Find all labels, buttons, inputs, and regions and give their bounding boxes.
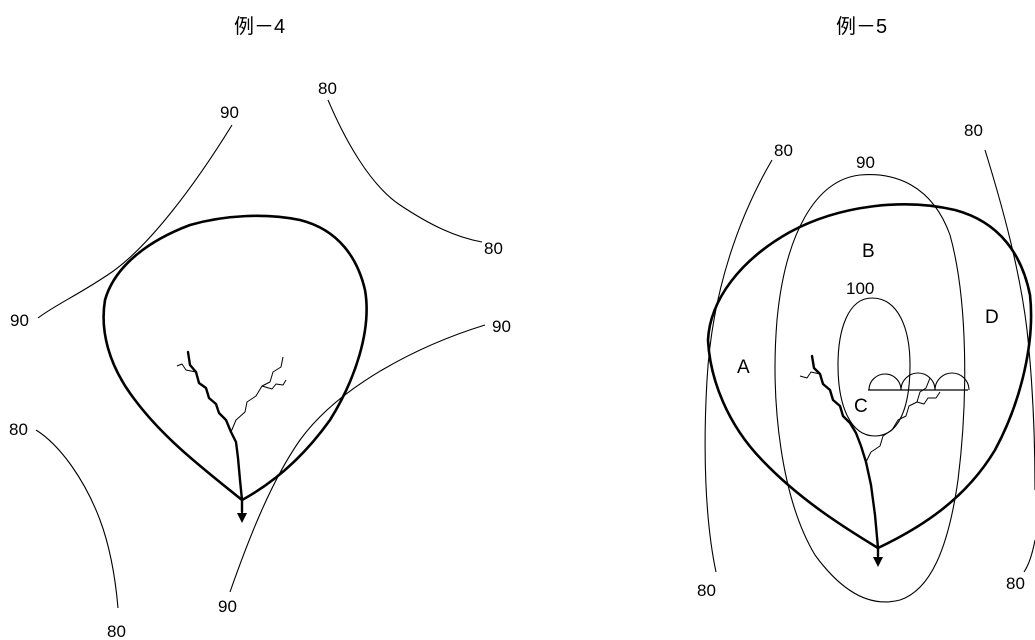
example-5-title: 例－5 [836, 15, 887, 38]
watershed-boundary [102, 214, 368, 502]
dome-symbol-row [868, 372, 970, 391]
contour-line-90-upper-left [37, 124, 233, 319]
contour-label: 90 [10, 311, 29, 330]
contour-line-90-lower-right [229, 324, 486, 593]
zone-label-c: C [854, 396, 868, 417]
outlet-arrow-icon [873, 557, 883, 567]
contour-label: 80 [318, 79, 337, 98]
tributary-right [230, 356, 284, 433]
example-4-panel: 例－4 90 80 80 90 90 80 90 80 [9, 15, 511, 640]
contour-label: 80 [964, 121, 983, 140]
tributary-left [799, 371, 821, 379]
contour-label: 90 [492, 317, 511, 336]
watershed-boundary [706, 203, 1033, 550]
contour-label: 90 [856, 153, 875, 172]
contour-line-80-upper-right [327, 99, 483, 243]
example-5-panel: 例－5 80 90 80 100 80 80 B A [697, 15, 1035, 603]
contour-line-80-left [704, 159, 773, 573]
contour-label: 90 [220, 103, 239, 122]
contour-label: 80 [1006, 574, 1025, 593]
zone-label-a: A [737, 357, 750, 378]
contour-label: 80 [697, 581, 716, 600]
example-4-title: 例－4 [234, 15, 285, 38]
main-stream [186, 350, 244, 514]
contour-label: 80 [484, 239, 503, 258]
contour-line-80-lower-left [35, 429, 119, 609]
outlet-arrow-icon [237, 513, 247, 523]
zone-label-d: D [985, 307, 999, 328]
contour-line-80-right-lower [1023, 539, 1035, 573]
contour-label: 100 [846, 279, 874, 298]
contour-label: 80 [107, 622, 126, 640]
tributary-right-branch [261, 379, 287, 390]
contour-label: 90 [218, 597, 237, 616]
contour-label: 80 [774, 141, 793, 160]
zone-label-b: B [862, 241, 875, 262]
contour-line-90 [774, 174, 966, 603]
contour-label: 80 [9, 420, 28, 439]
main-stream [810, 354, 880, 558]
contour-line-80-right [984, 149, 1035, 491]
tributary-right-branch [916, 391, 941, 405]
contour-line-100 [837, 297, 911, 437]
tributary-right [865, 377, 931, 463]
tributary-left [176, 363, 197, 373]
